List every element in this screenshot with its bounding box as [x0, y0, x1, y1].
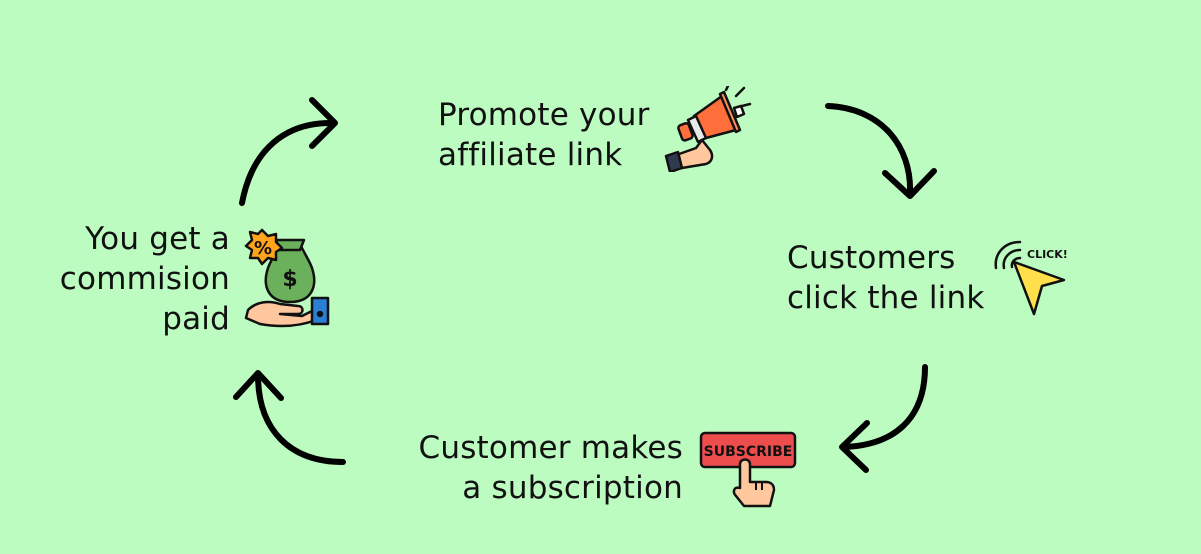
step-subscribe-line1: Customer makes — [418, 430, 683, 466]
subscribe-button-text: SUBSCRIBE — [704, 444, 793, 460]
step-commission-label: You get a commision paid — [30, 219, 230, 339]
click-badge-text: CLICK! — [1027, 248, 1068, 261]
step-click-line2: click the link — [787, 280, 985, 316]
step-promote-line1: Promote your — [438, 97, 650, 133]
megaphone-icon — [664, 86, 752, 172]
step-commission-line2: commision — [59, 261, 230, 297]
step-commission-line1: You get a — [85, 221, 230, 257]
money-bag-hand-icon: % $ — [244, 228, 330, 328]
bag-dollar-symbol: $ — [282, 267, 297, 292]
subscribe-button-icon: SUBSCRIBE — [699, 431, 797, 508]
arrow-commission-to-promote — [239, 97, 338, 206]
step-click-label: Customers click the link — [787, 238, 984, 318]
step-subscribe-line2: a subscription — [462, 470, 683, 506]
step-promote-line2: affiliate link — [438, 137, 623, 173]
step-commission-line3: paid — [162, 301, 230, 337]
arrow-promote-to-click — [825, 103, 937, 199]
percent-badge-text: % — [254, 238, 272, 259]
arrow-subscribe-to-commission — [233, 370, 346, 465]
step-promote-label: Promote your affiliate link — [438, 95, 650, 175]
click-cursor-icon: CLICK! — [994, 240, 1068, 316]
step-subscribe-label: Customer makes a subscription — [399, 428, 683, 508]
step-click-line1: Customers — [787, 240, 956, 276]
arrow-click-to-subscribe — [839, 364, 928, 473]
